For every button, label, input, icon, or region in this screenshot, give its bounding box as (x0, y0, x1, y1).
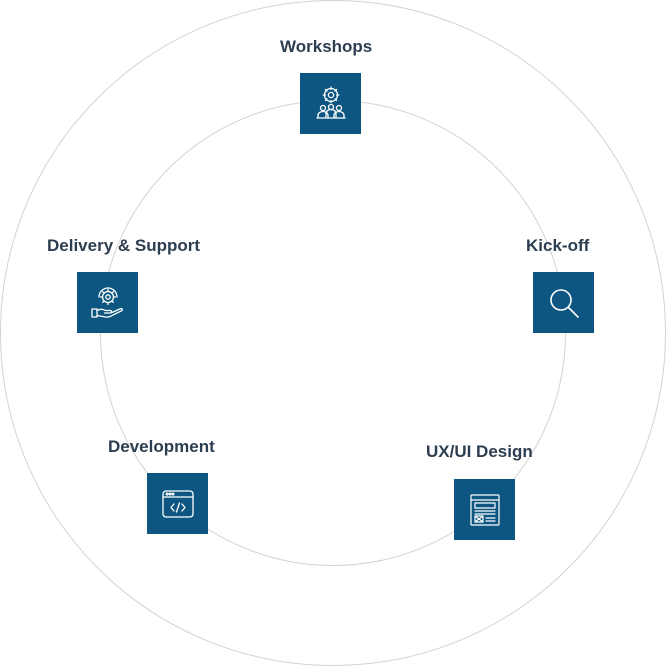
wireframe-icon (469, 493, 500, 526)
step-tile-uxui (454, 479, 515, 540)
step-label-delivery: Delivery & Support (47, 236, 201, 255)
code-window-icon (161, 489, 194, 518)
step-tile-development (147, 473, 208, 534)
step-tile-kickoff (533, 272, 594, 333)
hand-gear-icon (90, 286, 123, 318)
people-gear-icon (315, 86, 346, 119)
step-label-uxui: UX/UI Design (426, 442, 533, 461)
step-tile-workshops (300, 73, 361, 134)
step-tile-delivery (77, 272, 138, 333)
step-label-workshops: Workshops (280, 37, 373, 56)
step-label-kickoff: Kick-off (526, 236, 590, 255)
magnifier-icon (549, 288, 579, 318)
step-label-development: Development (108, 437, 215, 456)
